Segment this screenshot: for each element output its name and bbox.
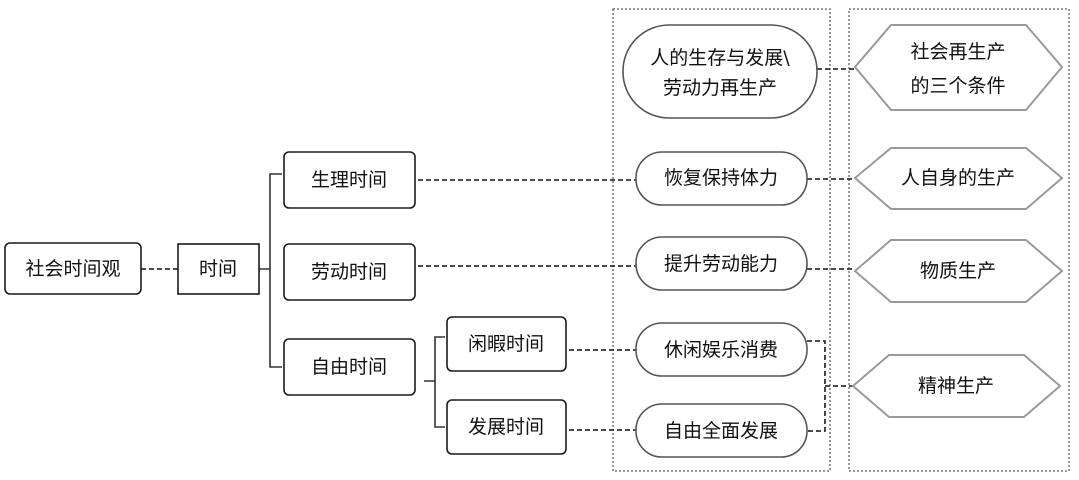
develop-time-label: 发展时间 [468, 416, 544, 438]
leisure-label: 休闲娱乐消费 [664, 339, 778, 361]
free-time-bracket [424, 336, 445, 428]
production-column-frame [848, 8, 1070, 472]
physio-time-node [283, 151, 416, 209]
time-bracket [259, 173, 282, 368]
spiritual-production-hexagon [851, 354, 1062, 418]
purpose-column-frame [612, 8, 831, 472]
labor-time-label: 劳动时间 [311, 261, 387, 283]
material-production-label: 物质生产 [920, 260, 996, 282]
top-purpose-line1: 人的生存与发展\ [650, 47, 790, 69]
conditions-hexagon [853, 24, 1064, 111]
improve-label: 提升劳动能力 [664, 253, 778, 275]
restore-label: 恢复保持体力 [664, 167, 778, 189]
conditions-line1: 社会再生产 [910, 41, 1005, 63]
root-label: 社会时间观 [25, 258, 120, 280]
improve-pill [635, 236, 808, 291]
physio-time-label: 生理时间 [311, 169, 387, 191]
leisure-time-label: 闲暇时间 [468, 333, 544, 355]
leisure-pill [635, 322, 808, 377]
develop-label: 自由全面发展 [664, 420, 778, 442]
root-node [4, 242, 142, 295]
conditions-line2: 的三个条件 [910, 75, 1005, 97]
time-label: 时间 [199, 258, 237, 280]
restore-pill [635, 151, 808, 206]
spiritual-bracket [807, 340, 853, 432]
develop-time-node [446, 399, 567, 455]
spiritual-production-label: 精神生产 [918, 375, 994, 397]
self-production-label: 人自身的生产 [901, 167, 1015, 189]
time-node [177, 243, 260, 295]
self-production-hexagon [853, 147, 1064, 210]
material-production-hexagon [853, 239, 1064, 303]
top-purpose-line2: 劳动力再生产 [663, 77, 777, 99]
top-purpose-pill [622, 24, 818, 119]
labor-time-node [283, 243, 416, 301]
leisure-time-node [446, 316, 567, 372]
free-time-node [283, 338, 416, 396]
develop-pill [635, 403, 808, 458]
free-time-label: 自由时间 [311, 356, 387, 378]
